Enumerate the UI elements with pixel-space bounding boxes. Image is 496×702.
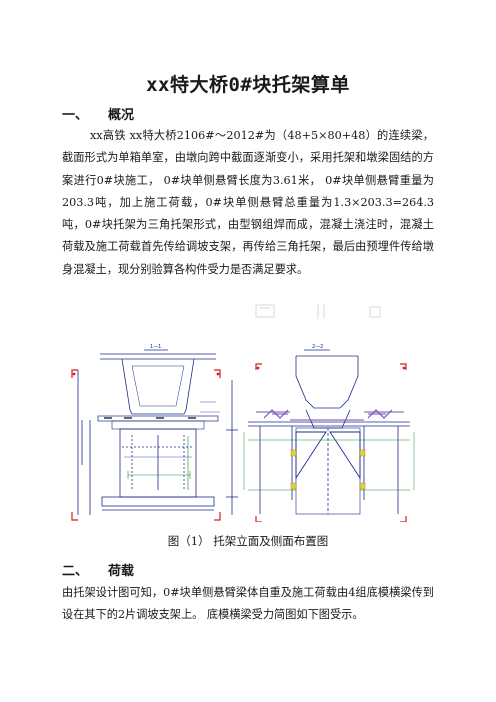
scan-artifact bbox=[255, 304, 381, 319]
svg-text:2—2: 2—2 bbox=[312, 344, 323, 350]
side-view: 2—2 bbox=[243, 344, 415, 515]
bracket-layout-figure: 1—1 bbox=[71, 344, 415, 522]
figure-caption: 图（1） 托架立面及侧面布置图 bbox=[167, 534, 329, 548]
elevation-view: 1—1 bbox=[77, 344, 238, 515]
section-title: 荷载 bbox=[108, 564, 135, 579]
svg-text:1—1: 1—1 bbox=[150, 344, 161, 350]
section-number: 一、 bbox=[62, 108, 89, 123]
section-heading-overview: 一、 概况 bbox=[62, 104, 134, 123]
section-heading-load: 二、 荷载 bbox=[62, 560, 134, 579]
section-title: 概况 bbox=[108, 108, 135, 123]
section-number: 二、 bbox=[62, 564, 89, 579]
load-paragraph: 由托架设计图可知，0#块单侧悬臂梁体自重及施工荷载由4组底模横梁传到设在其下的2… bbox=[62, 586, 434, 622]
document-title: xx特大桥0#块托架算单 bbox=[146, 74, 350, 96]
overview-paragraph: xx高铁 xx特大桥2106#～2012#为（48+5×80+48）的连续梁，截… bbox=[62, 129, 434, 276]
